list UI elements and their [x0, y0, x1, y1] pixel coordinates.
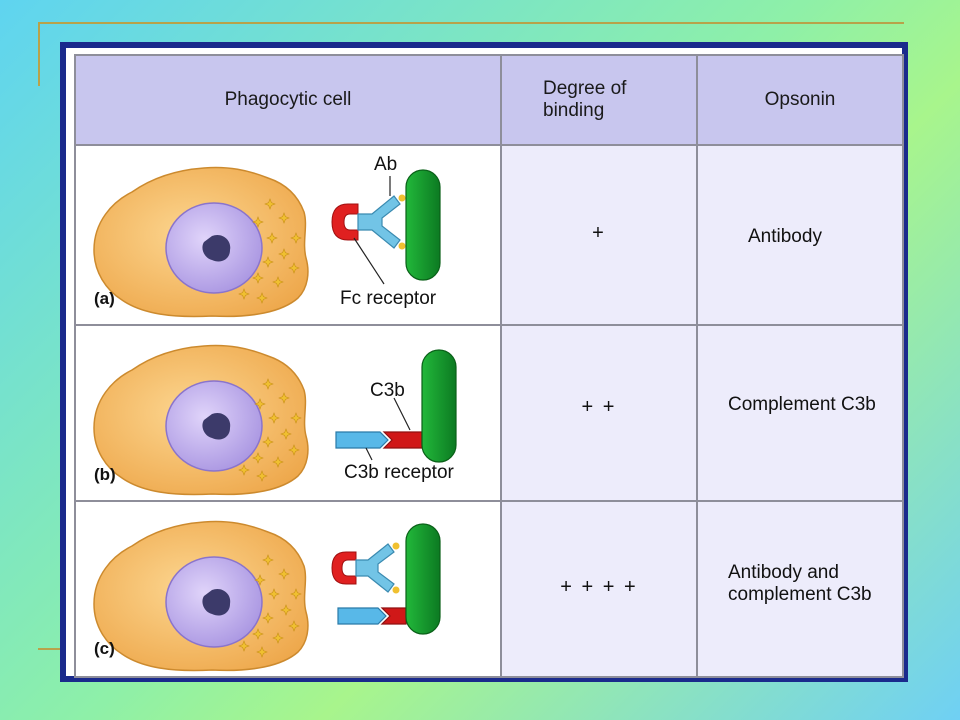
- figure-cell-b: C3b C3b receptor (b): [74, 324, 502, 502]
- table-row: (c) + + + + Antibody and complement C3b: [74, 500, 904, 678]
- diagram-antibody-complement-binding: (c): [93, 520, 441, 672]
- table-row: Ab Fc receptor (a) + Antibody: [74, 144, 904, 326]
- opsonin-cell-a: Antibody: [696, 144, 904, 326]
- figure-cell-a: Ab Fc receptor (a): [74, 144, 502, 326]
- bacterium-icon: [421, 349, 457, 463]
- degree-cell-c: + + + +: [500, 500, 698, 678]
- degree-cell-b: + +: [500, 324, 698, 502]
- panel-label-c: (c): [94, 639, 115, 658]
- c3b-icon: [380, 607, 407, 625]
- panel-label-b: (b): [94, 465, 116, 484]
- fc-receptor-icon: [331, 203, 359, 241]
- table-row: C3b C3b receptor (b) + + Complement C3b: [74, 324, 904, 502]
- leader-line-c3b-receptor: [365, 447, 373, 461]
- label-c3b-receptor: C3b receptor: [344, 462, 455, 483]
- phagocyte-b: [93, 344, 309, 496]
- header-degree-of-binding: Degree of binding: [500, 54, 698, 146]
- phagocyte-a: [93, 166, 309, 318]
- c3b-receptor-icon: [337, 607, 387, 625]
- figure-cell-c: (c): [74, 500, 502, 678]
- diagram-complement-binding: C3b C3b receptor (b): [93, 344, 457, 496]
- bacterium-icon: [405, 169, 441, 281]
- opsonin-text-b: Complement C3b: [728, 394, 876, 415]
- decorative-line-top: [38, 22, 904, 24]
- decorative-line-left: [38, 22, 40, 86]
- label-fc-receptor: Fc receptor: [340, 288, 437, 309]
- table-frame: Phagocytic cell Degree of binding Opsoni…: [60, 42, 908, 682]
- degree-value-b: + +: [581, 396, 617, 418]
- degree-value-a: +: [592, 222, 606, 244]
- bacterium-icon: [405, 523, 441, 635]
- table-header-row: Phagocytic cell Degree of binding Opsoni…: [74, 54, 904, 146]
- antibody-icon: [357, 194, 406, 250]
- opsonin-table: Phagocytic cell Degree of binding Opsoni…: [74, 54, 904, 678]
- antibody-icon: [355, 542, 400, 594]
- degree-cell-a: +: [500, 144, 698, 326]
- opsonin-cell-c: Antibody and complement C3b: [696, 500, 904, 678]
- c3b-receptor-icon: [335, 431, 389, 449]
- header-opsonin: Opsonin: [696, 54, 904, 146]
- fc-receptor-icon: [331, 551, 357, 585]
- opsonin-text-a: Antibody: [748, 226, 822, 247]
- diagram-antibody-binding: Ab Fc receptor (a): [93, 154, 441, 318]
- c3b-icon: [382, 431, 423, 449]
- label-ab: Ab: [374, 154, 397, 175]
- degree-value-c: + + + +: [560, 576, 638, 598]
- phagocyte-c: [93, 520, 309, 672]
- leader-line-c3b: [393, 397, 411, 431]
- header-phagocytic-cell: Phagocytic cell: [74, 54, 502, 146]
- opsonin-cell-b: Complement C3b: [696, 324, 904, 502]
- header-degree-text: Degree of binding: [543, 78, 627, 121]
- leader-line-fc: [353, 237, 385, 285]
- panel-label-a: (a): [94, 289, 115, 308]
- opsonin-text-c: Antibody and complement C3b: [728, 562, 872, 605]
- label-c3b: C3b: [370, 380, 405, 401]
